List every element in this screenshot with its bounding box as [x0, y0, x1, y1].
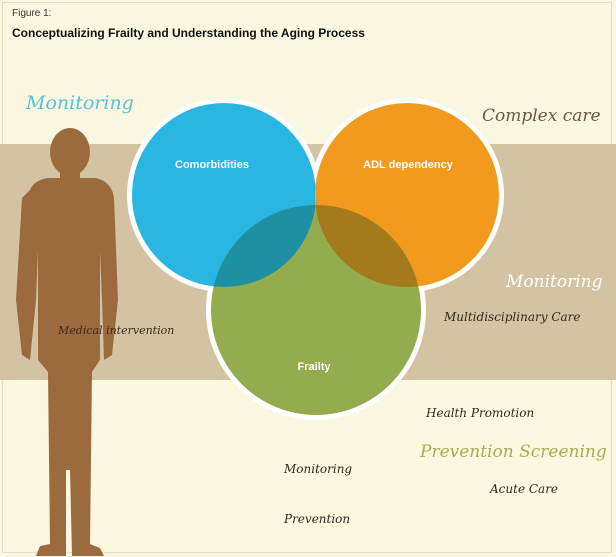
- figure-label: Figure 1:: [12, 8, 52, 19]
- label-adl-dependency: ADL dependency: [363, 159, 454, 171]
- label-frailty: Frailty: [297, 361, 331, 373]
- annotation-monitoring-top-left: Monitoring: [26, 92, 134, 114]
- annotation-monitoring-right: Monitoring: [506, 272, 603, 292]
- annotation-multidisciplinary-care: Multidisciplinary Care: [444, 310, 581, 324]
- overlap-adl-frailty: [315, 205, 421, 287]
- annotation-monitoring-bottom: Monitoring: [284, 462, 353, 476]
- annotation-health-promotion: Health Promotion: [426, 406, 535, 420]
- annotation-complex-care: Complex care: [482, 106, 601, 126]
- annotation-medical-intervention: Medical intervention: [58, 324, 175, 337]
- overlap-comorbidities-frailty: [211, 205, 316, 287]
- annotation-prevention-screening: Prevention Screening: [420, 442, 607, 462]
- annotation-acute-care: Acute Care: [490, 482, 559, 496]
- figure-title: Conceptualizing Frailty and Understandin…: [12, 26, 365, 40]
- annotation-prevention-bottom: Prevention: [284, 512, 351, 526]
- label-comorbidities: Comorbidities: [175, 159, 249, 171]
